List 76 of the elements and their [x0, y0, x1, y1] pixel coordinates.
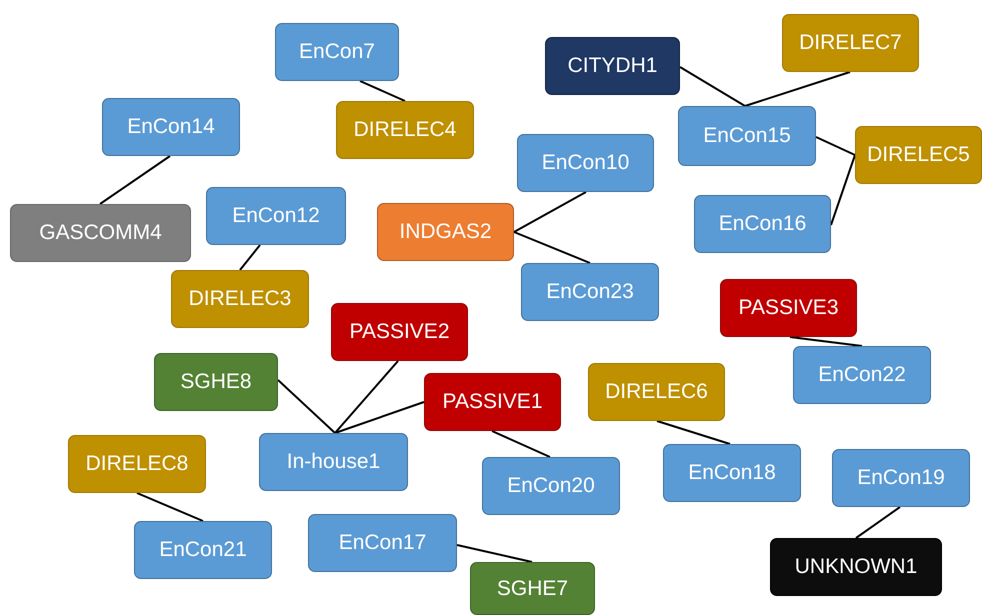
category-node — [720, 279, 857, 337]
node-label: EnCon20 — [507, 474, 595, 498]
connector-line — [790, 336, 862, 347]
node-label: SGHE7 — [496, 576, 568, 600]
category-node — [482, 457, 620, 515]
connector-line — [492, 430, 550, 458]
node-label: EnCon19 — [857, 466, 945, 490]
category-node — [517, 134, 654, 192]
node-label: PASSIVE3 — [738, 296, 838, 320]
category-node — [521, 263, 659, 321]
category-node — [171, 270, 309, 328]
node-label: INDGAS2 — [399, 220, 492, 244]
node-label: UNKNOWN1 — [794, 555, 918, 579]
category-node — [10, 204, 191, 262]
node-label: DIRELEC4 — [354, 118, 456, 142]
category-node — [206, 187, 346, 245]
category-node — [336, 101, 474, 159]
connector-line — [360, 80, 406, 102]
connector-line — [99, 155, 171, 205]
category-node — [424, 373, 561, 431]
category-node — [770, 538, 942, 596]
category-node — [832, 449, 970, 507]
node-label: DIRELEC3 — [188, 287, 292, 311]
node-label: EnCon10 — [542, 151, 630, 175]
connector-line — [816, 136, 856, 156]
node-label: EnCon22 — [818, 363, 906, 387]
node-label: DIRELEC8 — [86, 452, 188, 476]
category-node — [678, 106, 816, 166]
node-label: PASSIVE2 — [350, 320, 450, 344]
category-node — [154, 353, 278, 411]
category-node — [793, 346, 931, 404]
node-label: EnCon15 — [703, 124, 791, 148]
category-node — [588, 363, 725, 421]
node-label: EnCon14 — [127, 115, 215, 139]
node-label: EnCon16 — [718, 212, 806, 236]
node-label: In-house1 — [286, 450, 380, 474]
category-node — [308, 514, 457, 572]
category-node — [275, 23, 399, 81]
connector-line — [334, 360, 399, 434]
connector-line — [855, 506, 901, 539]
category-node — [663, 444, 801, 502]
category-node — [855, 126, 982, 184]
category-node — [68, 435, 206, 493]
connector-line — [334, 401, 424, 434]
node-label: DIRELEC7 — [799, 31, 902, 55]
category-node — [782, 14, 919, 72]
connector-line — [514, 231, 590, 264]
node-label: GASCOMM4 — [39, 221, 162, 245]
node-label: CITYDH1 — [568, 54, 658, 78]
category-node — [694, 195, 831, 253]
category-node — [134, 521, 272, 579]
category-node — [377, 203, 514, 261]
connector-line — [277, 379, 336, 434]
category-node — [259, 433, 408, 491]
node-label: EnCon17 — [338, 531, 426, 555]
node-label: EnCon7 — [299, 40, 375, 64]
category-node — [331, 303, 468, 361]
node-label: PASSIVE1 — [442, 390, 542, 414]
connector-line — [514, 191, 586, 233]
node-label: EnCon23 — [546, 280, 634, 304]
connector-line — [136, 492, 204, 522]
node-label: DIRELEC6 — [605, 380, 708, 404]
node-label: EnCon21 — [159, 538, 247, 562]
node-label: SGHE8 — [180, 370, 252, 394]
connector-line — [679, 66, 746, 107]
node-label: EnCon18 — [688, 461, 776, 485]
connector-line — [656, 420, 730, 445]
connector-line — [239, 244, 261, 271]
connector-line — [744, 71, 850, 107]
node-label: DIRELEC5 — [867, 143, 970, 167]
category-node — [102, 98, 240, 156]
node-label: EnCon12 — [232, 204, 320, 228]
category-node — [470, 562, 595, 615]
category-node — [545, 37, 680, 95]
connector-line — [830, 154, 856, 226]
connector-line — [456, 544, 532, 563]
